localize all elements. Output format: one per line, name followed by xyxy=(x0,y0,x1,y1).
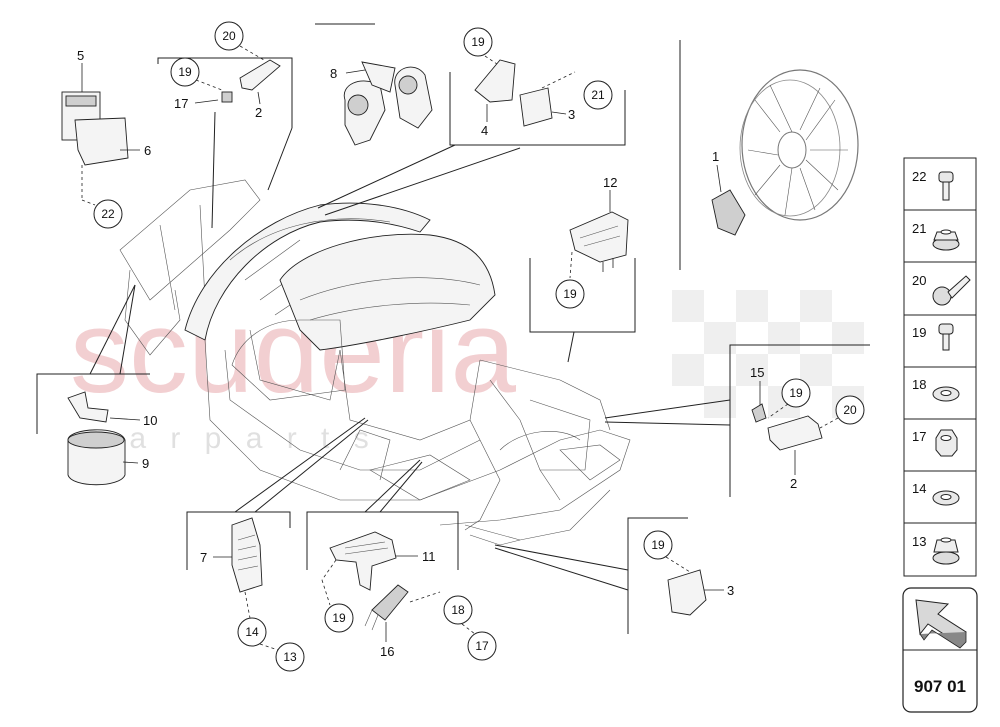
callout-10: 10 xyxy=(143,413,157,428)
group-bracket-11-sensor-16: 11 19 16 18 17 xyxy=(321,531,497,661)
callout-5: 5 xyxy=(77,48,84,63)
callout-15: 15 xyxy=(750,365,764,380)
bracket-part-11 xyxy=(329,531,397,591)
group-sensor-2-rear: 15 19 20 2 xyxy=(750,365,865,491)
callout-14: 14 xyxy=(245,625,259,639)
callout-18: 18 xyxy=(451,603,465,617)
legend-number-19: 19 xyxy=(912,325,926,340)
callout-16: 16 xyxy=(380,644,394,659)
legend-number-18: 18 xyxy=(912,377,926,392)
bracket-part-10 xyxy=(67,391,109,423)
group-horns-8: 8 xyxy=(330,61,433,146)
legend-number-14: 14 xyxy=(912,481,926,496)
sensor-part-3 xyxy=(519,87,553,127)
watermark-sub-text: c a r p a r t s xyxy=(90,422,377,455)
callout-circle-13 xyxy=(275,642,305,672)
callout-circle-17 xyxy=(467,631,497,661)
callout-17: 17 xyxy=(174,96,188,111)
horn-part-8-right xyxy=(394,66,433,129)
bracket-part-6 xyxy=(74,117,129,166)
legend-number-22: 22 xyxy=(912,169,926,184)
callout-circle-14 xyxy=(237,617,267,647)
legend-number-17: 17 xyxy=(912,429,926,444)
legend-number-20: 20 xyxy=(912,273,926,288)
callout-20: 20 xyxy=(843,403,857,417)
bracket-part-4 xyxy=(474,59,516,103)
chassis-frame-illustration xyxy=(119,179,631,546)
callout-19: 19 xyxy=(789,386,803,400)
checkered-flag-graphic xyxy=(672,290,864,418)
module-part-7 xyxy=(231,517,263,593)
tpms-sensor-part-1 xyxy=(711,189,746,236)
callout-17: 17 xyxy=(475,639,489,653)
arrow-icon xyxy=(915,599,967,649)
callout-2: 2 xyxy=(790,476,797,491)
callout-8: 8 xyxy=(330,66,337,81)
leader-lines xyxy=(89,111,731,591)
callout-circle-20 xyxy=(835,395,865,425)
callout-13: 13 xyxy=(283,650,297,664)
group-radar-bracket-5-6: 5 6 22 xyxy=(61,48,151,229)
sensor-part-16 xyxy=(371,584,409,621)
callout-circle-18 xyxy=(443,595,473,625)
callout-2: 2 xyxy=(255,105,262,120)
callout-circle-19 xyxy=(781,378,811,408)
callout-19: 19 xyxy=(178,65,192,79)
spring-washer-icon xyxy=(932,490,960,506)
callout-11: 11 xyxy=(422,549,436,564)
group-bracket-12: 12 19 xyxy=(555,175,629,309)
callout-circle-19 xyxy=(643,530,673,560)
group-sensor-2-top: 20 19 17 2 xyxy=(170,21,281,120)
callout-circle-22 xyxy=(93,199,123,229)
short-bolt-icon xyxy=(938,323,954,351)
callout-19: 19 xyxy=(471,35,485,49)
fastener-legend: 22 21 20 19 18 17 xyxy=(903,157,977,577)
sensor-part-3 xyxy=(667,569,707,616)
group-bracket-4-sensor-3: 19 4 3 21 xyxy=(463,27,613,138)
callout-19: 19 xyxy=(651,538,665,552)
diagram-code-box: 907 01 xyxy=(902,587,978,713)
group-bracket-10-part-9: 10 9 xyxy=(67,391,157,486)
legend-number-21: 21 xyxy=(912,221,926,236)
callout-circle-21 xyxy=(583,80,613,110)
long-bolt-icon xyxy=(938,171,954,201)
wheel-rim xyxy=(741,69,859,221)
callout-22: 22 xyxy=(101,207,115,221)
group-module-7: 7 14 13 xyxy=(200,517,305,672)
callout-3: 3 xyxy=(727,583,734,598)
callout-21: 21 xyxy=(591,88,605,102)
flat-washer-icon xyxy=(932,386,960,402)
callout-12: 12 xyxy=(603,175,617,190)
group-frames xyxy=(36,23,870,634)
callout-1: 1 xyxy=(712,149,719,164)
callout-3: 3 xyxy=(568,107,575,122)
callout-circle-19 xyxy=(555,279,585,309)
diagram-code: 907 01 xyxy=(914,677,966,696)
callout-circle-19 xyxy=(463,27,493,57)
hex-nut-icon xyxy=(935,429,958,457)
flange-nut-icon xyxy=(932,229,960,251)
callout-19: 19 xyxy=(563,287,577,301)
callout-20: 20 xyxy=(222,29,236,43)
callout-19: 19 xyxy=(332,611,346,625)
sensor-part-2 xyxy=(239,59,281,91)
flange-nut-icon xyxy=(932,537,960,565)
callout-7: 7 xyxy=(200,550,207,565)
callout-9: 9 xyxy=(142,456,149,471)
group-sensor-3-rear: 19 3 xyxy=(643,530,734,616)
bracket-part-12 xyxy=(569,211,629,263)
callout-circle-19 xyxy=(170,57,200,87)
callout-4: 4 xyxy=(481,123,488,138)
legend-number-13: 13 xyxy=(912,534,926,549)
callout-6: 6 xyxy=(144,143,151,158)
callout-circle-19 xyxy=(324,603,354,633)
group-wheel-sensor-1: 1 xyxy=(711,69,859,236)
sensor-part-2 xyxy=(767,415,823,451)
callout-circle-20 xyxy=(214,21,244,51)
flange-bolt-icon xyxy=(932,275,971,306)
